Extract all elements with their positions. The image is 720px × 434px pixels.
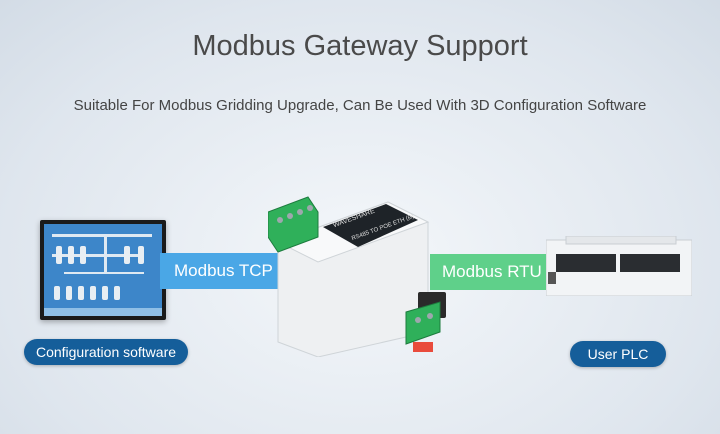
pipe-line <box>104 234 107 274</box>
configuration-software-screen <box>40 220 166 320</box>
pipe-line <box>52 254 142 257</box>
tank-icon <box>56 246 62 264</box>
tank-icon <box>124 246 130 264</box>
page-title: Modbus Gateway Support <box>192 30 528 62</box>
valve-icon <box>102 286 108 300</box>
valve-icon <box>66 286 72 300</box>
page-subtitle: Suitable For Modbus Gridding Upgrade, Ca… <box>73 97 647 114</box>
modbus-tcp-band: Modbus TCP <box>160 253 300 289</box>
valve-icon <box>78 286 84 300</box>
user-plc-label: User PLC <box>570 341 666 367</box>
configuration-software-label: Configuration software <box>24 339 188 365</box>
tank-icon <box>138 246 144 264</box>
scada-display <box>44 224 162 316</box>
pipe-line <box>52 234 152 237</box>
screen-status-bar <box>44 308 162 316</box>
valve-icon <box>90 286 96 300</box>
valve-icon <box>114 286 120 300</box>
valve-icon <box>54 286 60 300</box>
gateway-device <box>268 196 446 357</box>
modbus-rtu-band: Modbus RTU <box>430 254 560 290</box>
user-plc-device <box>546 236 692 296</box>
tank-icon <box>80 246 86 264</box>
tank-icon <box>68 246 74 264</box>
